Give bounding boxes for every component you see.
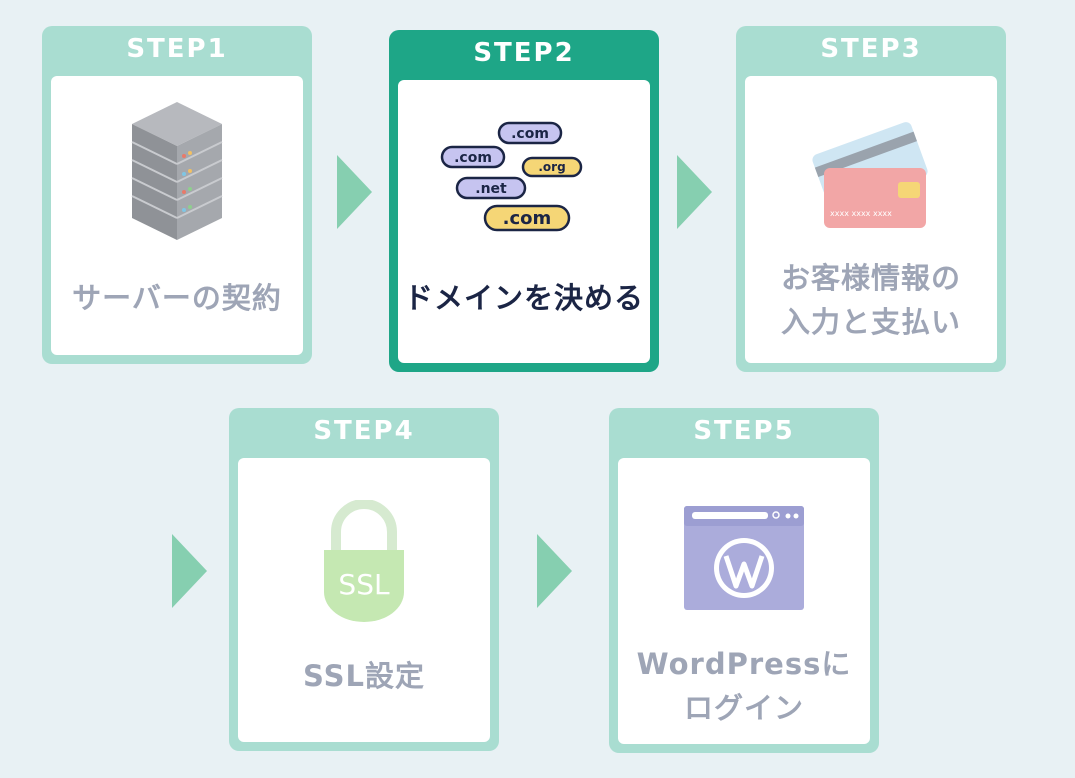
- arrow-icon: [337, 155, 372, 229]
- step-card-4: STEP4 SSL SSL設定: [229, 408, 499, 751]
- caption-line: サーバーの契約: [72, 281, 282, 315]
- credit-card-icon: xxxx xxxx xxxx: [812, 122, 928, 228]
- domain-tag: .net: [475, 181, 507, 197]
- caption-line: ドメインを決める: [403, 281, 644, 315]
- card-number: xxxx xxxx xxxx: [830, 209, 892, 218]
- step-caption: サーバーの契約: [51, 276, 303, 320]
- step-card-2: STEP2 .com .com .org .net .com ドメインを決める: [389, 30, 659, 372]
- step-content: WordPressに ログイン: [618, 458, 870, 744]
- step-content: .com .com .org .net .com ドメインを決める: [398, 80, 650, 363]
- server-icon: [131, 102, 223, 240]
- step-label: STEP3: [820, 34, 922, 64]
- wordpress-browser-icon: [684, 506, 804, 610]
- domain-tag: .com: [454, 150, 492, 166]
- step-label: STEP2: [473, 38, 575, 68]
- step-card-5: STEP5 WordPressに ログイン: [609, 408, 879, 753]
- step-content: SSL SSL設定: [238, 458, 490, 742]
- step-label: STEP4: [313, 416, 415, 446]
- domain-tag: .com: [511, 126, 549, 142]
- step-caption: WordPressに ログイン: [618, 642, 870, 730]
- caption-line: SSL設定: [303, 659, 425, 693]
- step-content: xxxx xxxx xxxx お客様情報の 入力と支払い: [745, 76, 997, 363]
- arrow-icon: [537, 534, 572, 608]
- domain-tag: .org: [538, 160, 565, 174]
- caption-line: WordPressに: [636, 647, 852, 681]
- step-label: STEP1: [126, 34, 228, 64]
- step-caption: SSL設定: [238, 654, 490, 698]
- domain-tag: .com: [503, 208, 552, 229]
- caption-line: お客様情報の: [780, 261, 961, 295]
- ssl-text: SSL: [338, 568, 390, 601]
- step-card-3: STEP3 xxxx xxxx xxxx お客様情報の 入力と支払い: [736, 26, 1006, 372]
- step-caption: ドメインを決める: [398, 276, 650, 320]
- step-label: STEP5: [693, 416, 795, 446]
- step-content: サーバーの契約: [51, 76, 303, 355]
- arrow-icon: [677, 155, 712, 229]
- caption-line: 入力と支払い: [780, 305, 961, 339]
- step-card-1: STEP1 サーバーの契約: [42, 26, 312, 364]
- arrow-icon: [172, 534, 207, 608]
- step-caption: お客様情報の 入力と支払い: [745, 256, 997, 344]
- ssl-lock-icon: SSL: [324, 500, 404, 622]
- caption-line: ログイン: [683, 691, 804, 725]
- domain-tags-icon: .com .com .org .net .com: [440, 121, 583, 232]
